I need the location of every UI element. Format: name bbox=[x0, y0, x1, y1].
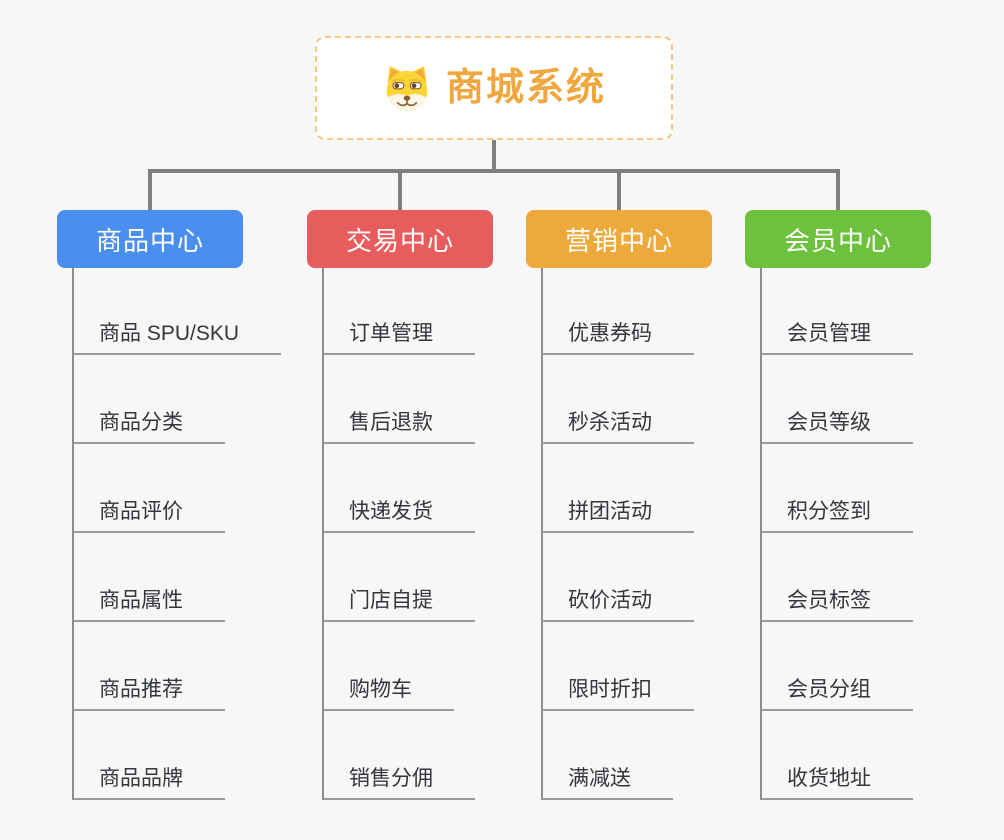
leaf-label: 商品属性 bbox=[99, 589, 183, 612]
leaf-label: 优惠券码 bbox=[568, 322, 652, 345]
leaf-label: 购物车 bbox=[349, 678, 412, 701]
leaf-node-product-category[interactable]: 商品分类 bbox=[73, 400, 225, 444]
connector-horizontal-bar bbox=[148, 169, 840, 173]
connector-column-trunk bbox=[760, 268, 762, 800]
root-node-label: 商城系统 bbox=[445, 67, 606, 109]
leaf-label: 商品分类 bbox=[99, 411, 183, 434]
leaf-label: 商品 SPU/SKU bbox=[99, 322, 240, 345]
branch-node-trade-center[interactable]: 交易中心 bbox=[307, 210, 493, 268]
leaf-node-product-recommend[interactable]: 商品推荐 bbox=[73, 667, 225, 711]
leaf-label: 订单管理 bbox=[349, 322, 433, 345]
leaf-node-spend-and-save[interactable]: 满减送 bbox=[542, 756, 673, 800]
leaf-node-member-group[interactable]: 会员分组 bbox=[761, 667, 913, 711]
leaf-node-member-management[interactable]: 会员管理 bbox=[761, 311, 913, 355]
branch-label: 交易中心 bbox=[345, 225, 454, 256]
leaf-node-points-checkin[interactable]: 积分签到 bbox=[761, 489, 913, 533]
root-node-mall-system[interactable]: 商城系统 bbox=[315, 36, 673, 140]
leaf-node-group-buy[interactable]: 拼团活动 bbox=[542, 489, 694, 533]
leaf-node-aftersale-refund[interactable]: 售后退款 bbox=[323, 400, 475, 444]
connector-column-trunk bbox=[72, 268, 74, 800]
connector-column-trunk bbox=[541, 268, 543, 800]
leaf-label: 拼团活动 bbox=[568, 500, 652, 523]
leaf-label: 收货地址 bbox=[787, 767, 871, 790]
leaf-label: 会员等级 bbox=[787, 411, 871, 434]
branch-label: 营销中心 bbox=[564, 225, 673, 256]
connector-column-trunk bbox=[322, 268, 324, 800]
branch-node-product-center[interactable]: 商品中心 bbox=[57, 210, 243, 268]
leaf-node-member-level[interactable]: 会员等级 bbox=[761, 400, 913, 444]
dog-face-icon bbox=[386, 66, 428, 112]
leaf-label: 秒杀活动 bbox=[568, 411, 652, 434]
leaf-node-product-spu-sku[interactable]: 商品 SPU/SKU bbox=[73, 311, 282, 355]
leaf-label: 商品推荐 bbox=[99, 678, 183, 701]
leaf-node-member-tag[interactable]: 会员标签 bbox=[761, 578, 913, 622]
leaf-node-bargain-activity[interactable]: 砍价活动 bbox=[542, 578, 694, 622]
leaf-label: 快递发货 bbox=[349, 500, 433, 523]
leaf-label: 砍价活动 bbox=[568, 589, 652, 612]
leaf-node-product-review[interactable]: 商品评价 bbox=[73, 489, 225, 533]
leaf-node-sales-commission[interactable]: 销售分佣 bbox=[323, 756, 475, 800]
leaf-label: 积分签到 bbox=[787, 500, 871, 523]
leaf-node-coupon-code[interactable]: 优惠券码 bbox=[542, 311, 694, 355]
leaf-label: 限时折扣 bbox=[568, 678, 652, 701]
leaf-node-shipping-address[interactable]: 收货地址 bbox=[761, 756, 913, 800]
connector-drop-product bbox=[148, 169, 152, 210]
leaf-node-store-pickup[interactable]: 门店自提 bbox=[323, 578, 475, 622]
leaf-node-order-management[interactable]: 订单管理 bbox=[323, 311, 475, 355]
connector-drop-marketing bbox=[617, 169, 621, 210]
leaf-label: 销售分佣 bbox=[349, 767, 433, 790]
leaf-node-product-brand[interactable]: 商品品牌 bbox=[73, 756, 225, 800]
leaf-node-product-attribute[interactable]: 商品属性 bbox=[73, 578, 225, 622]
leaf-node-limited-time-discount[interactable]: 限时折扣 bbox=[542, 667, 694, 711]
branch-node-member-center[interactable]: 会员中心 bbox=[745, 210, 931, 268]
connector-drop-member bbox=[836, 169, 840, 210]
leaf-label: 商品品牌 bbox=[99, 767, 183, 790]
leaf-node-shopping-cart[interactable]: 购物车 bbox=[323, 667, 454, 711]
leaf-node-flash-sale[interactable]: 秒杀活动 bbox=[542, 400, 694, 444]
leaf-label: 商品评价 bbox=[99, 500, 183, 523]
leaf-label: 门店自提 bbox=[349, 589, 433, 612]
leaf-label: 售后退款 bbox=[349, 411, 433, 434]
connector-drop-trade bbox=[398, 169, 402, 210]
leaf-label: 会员分组 bbox=[787, 678, 871, 701]
leaf-label: 会员管理 bbox=[787, 322, 871, 345]
branch-label: 商品中心 bbox=[95, 225, 204, 256]
branch-label: 会员中心 bbox=[783, 225, 892, 256]
leaf-node-express-delivery[interactable]: 快递发货 bbox=[323, 489, 475, 533]
connector-root-trunk bbox=[492, 140, 496, 169]
leaf-label: 会员标签 bbox=[787, 589, 871, 612]
branch-node-marketing-center[interactable]: 营销中心 bbox=[526, 210, 712, 268]
leaf-label: 满减送 bbox=[568, 767, 631, 790]
